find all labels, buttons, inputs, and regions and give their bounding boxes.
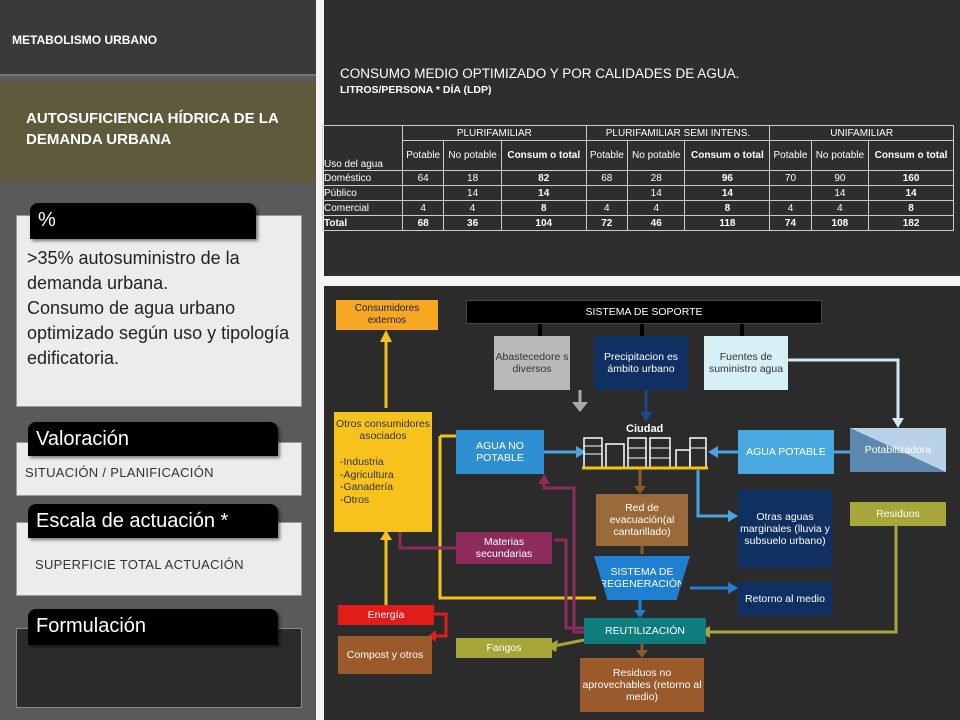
- otros-consumidores-title: Otros consumidores asociados: [336, 418, 430, 442]
- formulacion-tab[interactable]: Formulación: [28, 609, 278, 645]
- table-cell: 68: [401, 215, 445, 231]
- energia-box: Energía: [338, 605, 434, 625]
- support-leg: [640, 324, 644, 336]
- table-cell: 46: [626, 215, 686, 231]
- section-title: AUTOSUFICIENCIA HÍDRICA DE LA DEMANDA UR…: [26, 110, 279, 148]
- table-cell: 74: [769, 215, 812, 231]
- table-title: CONSUMO MEDIO OPTIMIZADO Y POR CALIDADES…: [340, 66, 740, 81]
- fangos-box: Fangos: [456, 638, 552, 658]
- otros-consumidores-box: Otros consumidores asociados -Industria …: [334, 412, 432, 532]
- otras-aguas-box: Otras aguas marginales (lluvia y subsuel…: [738, 490, 832, 568]
- retorno-box: Retorno al medio: [738, 582, 832, 616]
- residuos-box: Residuos: [850, 502, 946, 526]
- subcol-header: Potable: [401, 140, 445, 171]
- agua-potable-box: AGUA POTABLE: [738, 430, 834, 474]
- percent-panel: >35% autosuministro de la demanda urbana…: [16, 215, 302, 407]
- escala-tab[interactable]: Escala de actuación *: [28, 504, 278, 538]
- escala-tab-label: Escala de actuación *: [36, 510, 229, 532]
- support-leg: [740, 324, 744, 336]
- percent-text: >35% autosuministro de la demanda urbana…: [27, 248, 290, 368]
- fuentes-box: Fuentes de suministro agua: [704, 336, 788, 390]
- ciudad-label: Ciudad: [626, 423, 664, 435]
- vertical-divider: [316, 0, 324, 720]
- sistema-regeneracion-box: SISTEMA DE REGENERACIÓN: [594, 556, 690, 600]
- table-cell: 182: [868, 215, 954, 231]
- section-title-box: AUTOSUFICIENCIA HÍDRICA DE LA DEMANDA UR…: [0, 82, 316, 182]
- sidebar-header-title: METABOLISMO URBANO: [12, 33, 158, 47]
- escala-text: SUPERFICIE TOTAL ACTUACIÓN: [35, 557, 244, 572]
- consumption-table: Uso del agua PLURIFAMILIAR PLURIFAMILIAR…: [322, 125, 954, 231]
- subcol-header: No potable: [443, 140, 502, 171]
- residuos-no-box: Residuos no aprovechables (retorno al me…: [580, 658, 704, 712]
- row-header: Uso del agua: [322, 125, 403, 171]
- city-buildings-icon: [582, 437, 708, 470]
- abastecedores-box: Abastecedore s diversos: [494, 336, 570, 390]
- precipitaciones-box: Precipitacion es ámbito urbano: [594, 336, 688, 390]
- materias-box: Materias secundarias: [456, 532, 552, 564]
- table-cell: 36: [443, 215, 502, 231]
- otros-consumidores-list: -Industria -Agricultura -Ganadería -Otro…: [340, 456, 394, 506]
- sidebar-header: METABOLISMO URBANO: [0, 0, 316, 76]
- table-cell: 64: [401, 170, 445, 186]
- reutilizacion-box: REUTILIZACIÓN: [584, 618, 706, 644]
- subcol-header: Consum o total: [500, 140, 587, 171]
- potabilizadora-box: Potabilizadora: [850, 428, 946, 472]
- horizontal-divider: [320, 276, 960, 286]
- percent-tab[interactable]: %: [30, 203, 256, 239]
- red-evacuacion-box: Red de evacuación(al cantarillado): [596, 494, 688, 546]
- formulacion-tab-label: Formulación: [36, 615, 147, 637]
- table-subtitle: LITROS/PERSONA * DÍA (LDP): [340, 84, 492, 96]
- valoracion-tab[interactable]: Valoración: [28, 422, 278, 456]
- sistema-soporte-box: SISTEMA DE SOPORTE: [466, 300, 822, 324]
- compost-box: Compost y otros: [338, 636, 432, 674]
- consumidores-externos-box: Consumidores externos: [336, 300, 438, 330]
- valoracion-text: SITUACIÓN / PLANIFICACIÓN: [25, 465, 214, 480]
- support-leg: [538, 324, 542, 336]
- valoracion-tab-label: Valoración: [36, 428, 130, 450]
- subcol-header: Consum o total: [684, 140, 771, 171]
- percent-tab-label: %: [38, 209, 56, 231]
- agua-no-potable-box: AGUA NO POTABLE: [456, 430, 544, 474]
- table-cell: 72: [585, 215, 628, 231]
